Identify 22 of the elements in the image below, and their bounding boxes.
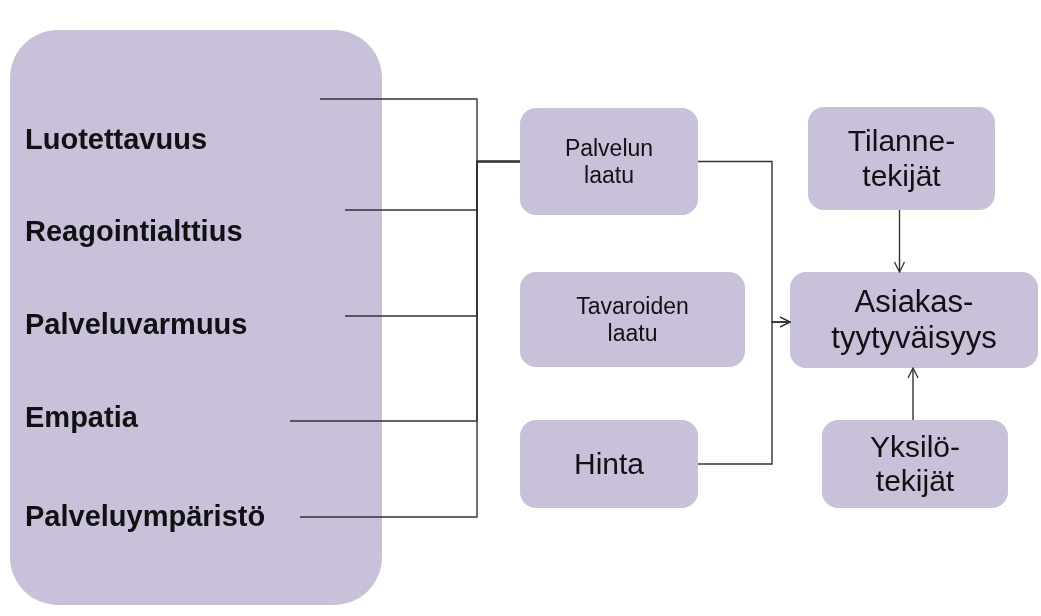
factor-label: Empatia xyxy=(25,401,138,435)
rounded-box xyxy=(790,272,1038,368)
rounded-panel xyxy=(10,30,382,605)
factor-label: Luotettavuus xyxy=(25,123,208,157)
arrow xyxy=(893,209,906,273)
factor-label: Palveluympäristö xyxy=(25,500,266,534)
arrow xyxy=(907,367,919,421)
connector-line xyxy=(299,160,521,518)
rounded-box xyxy=(520,108,698,215)
box-label: Yksilö- tekijät xyxy=(869,429,961,499)
arrow xyxy=(697,316,791,465)
box-label: Asiakas- tyytyväisyys xyxy=(830,284,998,356)
factor-label: Reagointialttius xyxy=(25,215,243,249)
box-label: Palvelun laatu xyxy=(563,135,655,188)
rounded-box xyxy=(808,107,995,210)
box-label: Hinta xyxy=(572,446,645,482)
box-label: Tavaroiden laatu xyxy=(575,293,690,346)
factor-label: Palveluvarmuus xyxy=(25,308,248,342)
rounded-box xyxy=(822,420,1008,508)
rounded-box xyxy=(520,420,698,508)
rounded-box xyxy=(520,272,745,367)
box-label: Tilanne- tekijät xyxy=(846,124,957,193)
